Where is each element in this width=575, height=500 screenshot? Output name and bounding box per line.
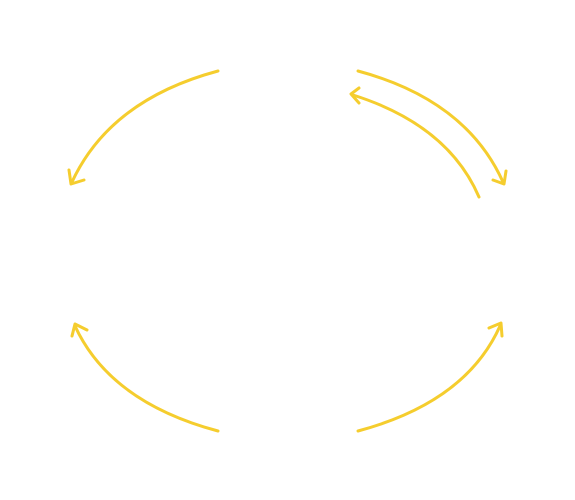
arrow-bottom-left [70, 322, 220, 433]
arrow-top-right-outer [356, 69, 508, 186]
arrow-top-right-inner [349, 86, 481, 199]
arrow-top-right-outer-head [491, 169, 508, 186]
arrow-top-right-inner-curve [351, 93, 481, 199]
arrow-bottom-right-curve [356, 324, 502, 433]
arrow-bottom-right [356, 321, 504, 433]
arrow-top-right-inner-head [349, 86, 361, 105]
arrow-bottom-left-head [70, 322, 89, 338]
arrow-top-left-head [67, 168, 86, 186]
arrow-top-left-curve [70, 69, 220, 184]
arrow-top-right-outer-curve [356, 69, 505, 184]
arrow-top-left [67, 69, 220, 186]
arrow-bottom-right-head [487, 321, 504, 338]
arrow-bottom-left-curve [73, 324, 220, 433]
